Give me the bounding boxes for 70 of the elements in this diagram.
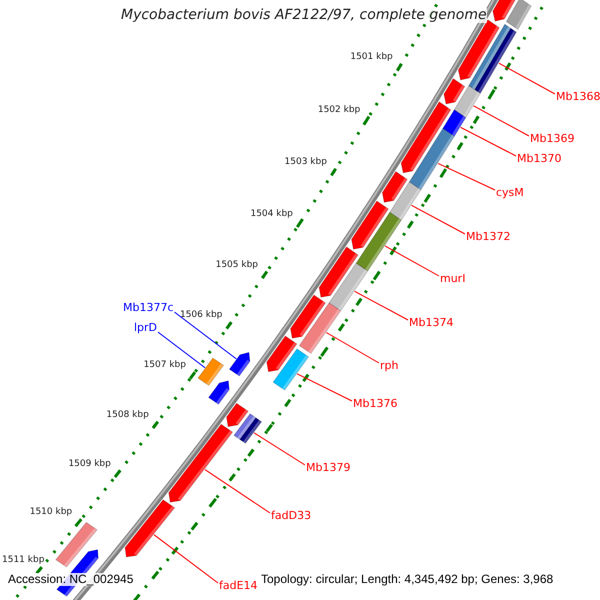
pointed-gene-block (290, 294, 326, 339)
scale-label: 1507 kbp (144, 361, 186, 372)
leader-line (326, 332, 380, 364)
gene-block (239, 417, 262, 444)
pointed-gene-block (168, 424, 234, 503)
scale-label: 1510 kbp (30, 508, 72, 518)
leader-line (158, 332, 206, 368)
scale-label: 1509 kbp (68, 460, 111, 470)
gene-label: Mb1368 (556, 91, 600, 104)
pointed-gene-block (444, 78, 466, 104)
scale-label: 1511 kbp (2, 556, 44, 566)
pointed-gene-block (228, 352, 250, 376)
leader-line (296, 373, 352, 402)
gene-label: Mb1372 (466, 231, 510, 244)
gene-block (55, 522, 98, 568)
gene-label: fadD33 (271, 510, 312, 522)
scale-label: 1505 kbp (216, 260, 258, 271)
gene-block (198, 358, 224, 386)
leader-line (204, 469, 270, 514)
scale-label: 1506 kbp (180, 311, 222, 322)
leader-line (384, 245, 440, 276)
scale-label: 1502 kbp (318, 106, 360, 116)
gene-label: Mb1370 (517, 153, 562, 166)
gene-block (298, 302, 342, 354)
gene-block (328, 262, 368, 312)
leader-line (153, 534, 218, 584)
gene-label: Mb1379 (306, 462, 350, 474)
gene-label: Mb1376 (353, 398, 398, 410)
leader-line (460, 126, 516, 156)
pointed-gene-block (208, 380, 230, 405)
gene-label: lprD (134, 322, 158, 334)
gene-label: Mb1377c (123, 302, 174, 314)
leader-line (354, 290, 408, 320)
pointed-gene-block (266, 336, 298, 372)
pointed-gene-block (492, 0, 516, 22)
gene-label: fadE14 (219, 580, 258, 592)
pointed-gene-block (226, 402, 249, 427)
pointed-gene-block (124, 499, 176, 558)
gene-label: murI (440, 273, 466, 286)
scale-label: 1501 kbp (350, 53, 393, 64)
gene-label: Mb1369 (530, 133, 574, 146)
scale-label: 1508 kbp (106, 410, 149, 421)
gene-label: Mb1374 (409, 317, 454, 330)
scale-label: 1504 kbp (250, 210, 293, 220)
gene-label: rph (380, 360, 398, 372)
gene-block (233, 413, 256, 440)
gene-block (506, 0, 532, 30)
gene-block (442, 109, 466, 137)
leader-line (498, 62, 556, 94)
leader-line (438, 162, 496, 190)
accession-text: Accession: NC_002945 (8, 573, 134, 586)
gene-block (389, 181, 422, 221)
leader-line (253, 432, 306, 466)
leader-line (411, 204, 466, 234)
gene-block (468, 24, 511, 90)
pointed-gene-block (351, 200, 389, 250)
gene-block (272, 348, 310, 391)
map-title: Mycobacterium bovis AF2122/97, complete genome (121, 8, 487, 24)
gene-block (454, 85, 481, 118)
gene-block (356, 212, 402, 272)
pointed-gene-block (382, 171, 408, 203)
gene-block (474, 28, 517, 94)
pointed-gene-block (400, 101, 452, 174)
scale-label: 1503 kbp (284, 158, 327, 168)
leader-line (174, 312, 237, 360)
gene-label: cysM (496, 187, 524, 200)
pointed-gene-block (318, 246, 359, 298)
leader-line (473, 105, 530, 136)
gene-block (408, 128, 455, 190)
genome-summary-text: Topology: circular; Length: 4,345,492 bp; Genes: 3,968 (261, 573, 554, 586)
